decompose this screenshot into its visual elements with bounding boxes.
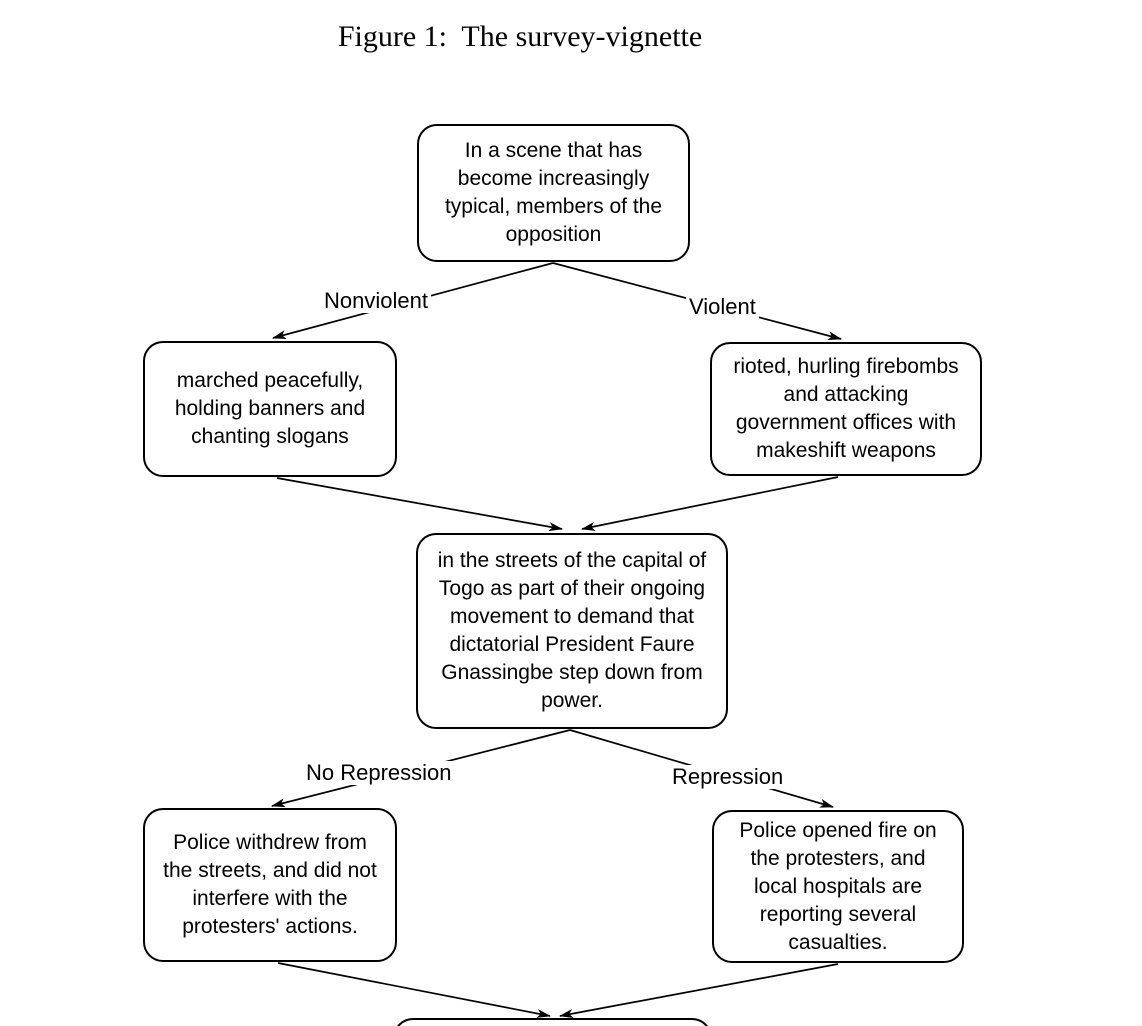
edge-label-repression: Repression [669, 765, 787, 789]
edge-label-no-repression: No Repression [303, 761, 455, 785]
node-intro: In a scene that has become increasingly … [417, 124, 690, 262]
edge-nonviolent-to-streets [276, 477, 563, 532]
node-repression-outcome: Police opened fire on the protesters, an… [712, 810, 964, 963]
edge-no-repression-to-final [277, 962, 551, 1018]
edge-repression-to-final [559, 963, 839, 1019]
node-no-repression-outcome: Police withdrew from the streets, and di… [143, 808, 397, 962]
node-final [393, 1018, 712, 1026]
edge-label-violent: Violent [686, 295, 759, 319]
edge-label-nonviolent: Nonviolent [321, 289, 431, 313]
figure-title: Figure 1: The survey-vignette [337, 20, 703, 53]
node-streets: in the streets of the capital of Togo as… [416, 533, 728, 729]
node-violent-treatment: rioted, hurling firebombs and attacking … [710, 342, 982, 476]
node-nonviolent-treatment: marched peacefully, holding banners and … [143, 341, 397, 477]
edge-violent-to-streets [581, 476, 839, 531]
